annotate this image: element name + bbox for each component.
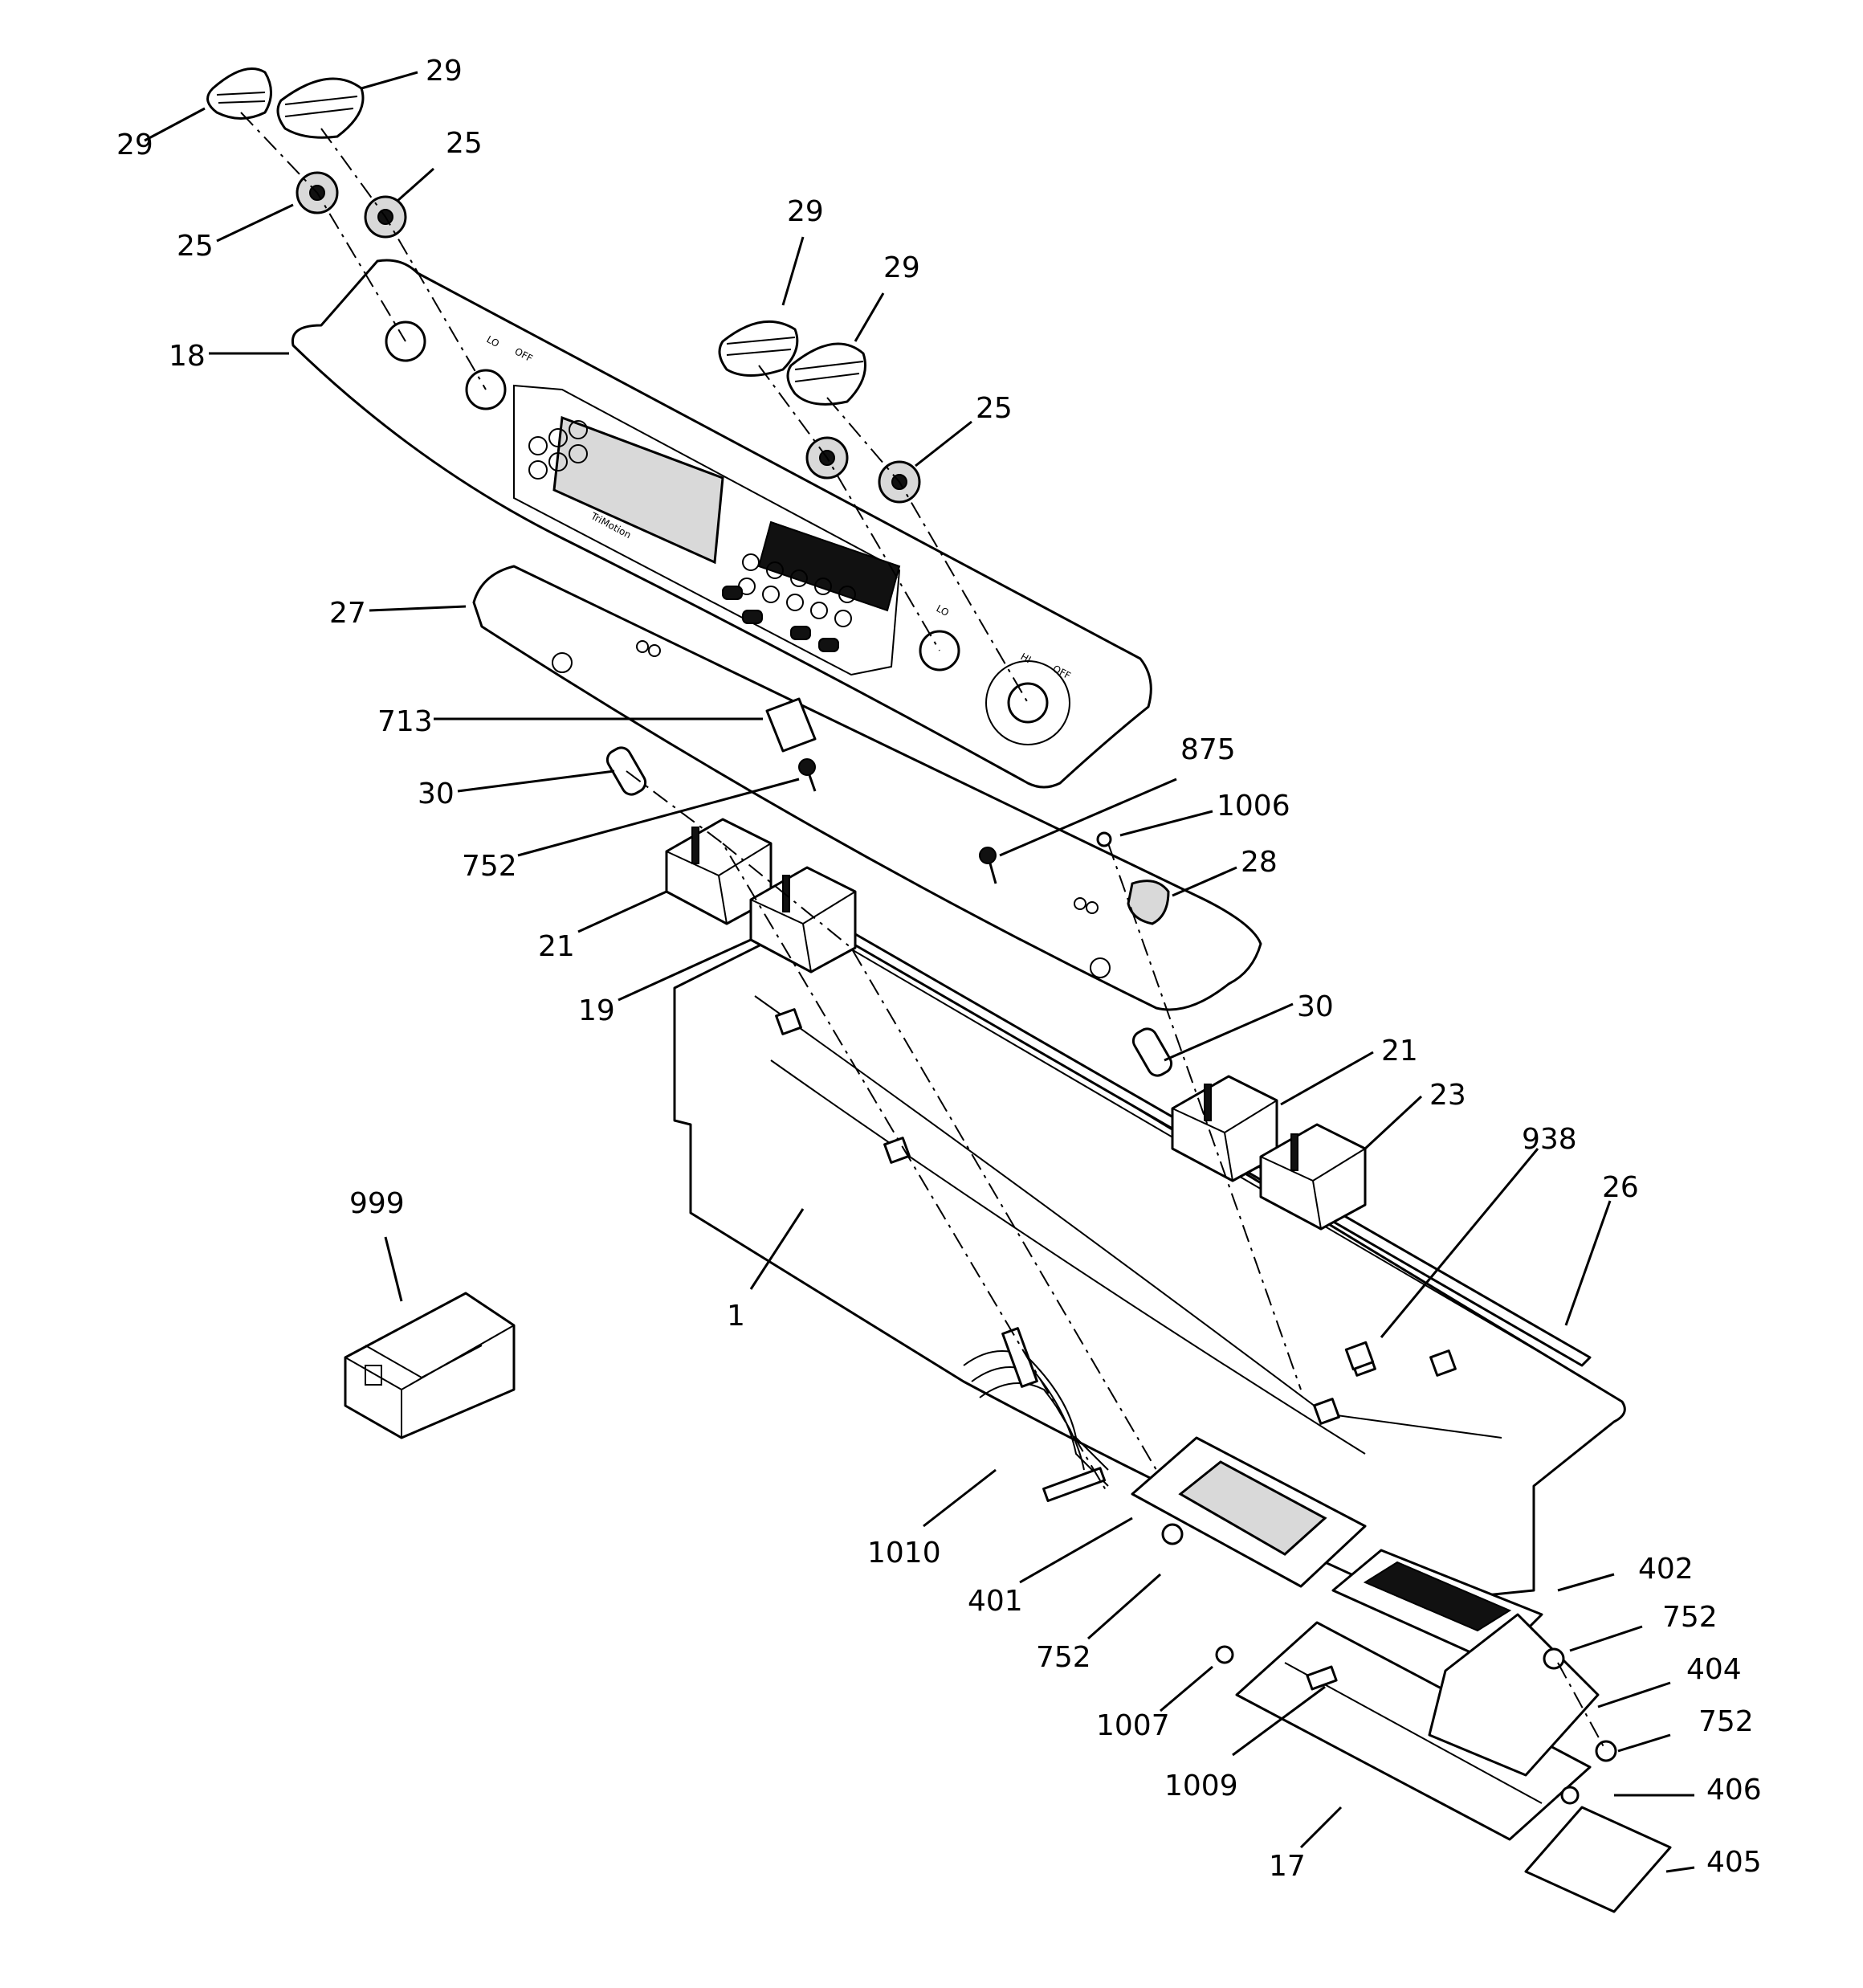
callout-19: 19	[578, 994, 615, 1027]
callout-752: 752	[462, 850, 517, 883]
screw	[979, 847, 997, 884]
callout-401: 401	[968, 1585, 1023, 1618]
callout-29: 29	[426, 55, 463, 88]
callout-752: 752	[1662, 1601, 1718, 1634]
callout-21: 21	[1381, 1035, 1418, 1067]
callout-406: 406	[1706, 1774, 1762, 1806]
infinite-switch	[1171, 1075, 1278, 1182]
assembly-lines	[240, 112, 1607, 1752]
infinite-switch	[749, 866, 857, 974]
control-board	[1131, 1436, 1367, 1588]
callout-26: 26	[1602, 1171, 1639, 1204]
callout-25: 25	[177, 230, 214, 263]
leader-lines	[144, 71, 1695, 1873]
callout-labels: 29 29 25 25 29 29 25 18 27 713 30 752 87…	[116, 55, 1762, 1883]
callout-1006: 1006	[1217, 790, 1290, 823]
callout-30: 30	[418, 778, 455, 810]
infinite-switch	[1259, 1123, 1367, 1231]
callout-875: 875	[1180, 733, 1236, 766]
lo-right-label: LO	[935, 602, 951, 618]
shipping-box	[344, 1292, 516, 1439]
callout-17: 17	[1269, 1850, 1306, 1883]
callout-752: 752	[1698, 1705, 1754, 1738]
knob	[786, 342, 866, 406]
callout-999: 999	[349, 1187, 405, 1220]
callout-402: 402	[1638, 1553, 1694, 1586]
indicator-light	[1131, 1027, 1173, 1077]
knob	[206, 67, 272, 120]
callout-27: 27	[329, 597, 366, 630]
callout-25: 25	[976, 392, 1013, 425]
callout-25: 25	[446, 127, 483, 160]
callout-1: 1	[727, 1300, 745, 1333]
panel-keypad	[722, 553, 856, 652]
lo-left-label: LO	[485, 333, 501, 349]
callout-28: 28	[1241, 846, 1278, 879]
callout-1007: 1007	[1096, 1709, 1170, 1742]
callout-21: 21	[538, 930, 575, 963]
knob	[276, 77, 365, 139]
callout-29: 29	[787, 195, 824, 228]
backsplash-housing	[673, 914, 1626, 1604]
hi-label: HI	[1019, 651, 1033, 665]
callout-29: 29	[116, 129, 153, 161]
callout-405: 405	[1706, 1846, 1762, 1879]
callout-404: 404	[1686, 1653, 1742, 1686]
clip	[1344, 1341, 1375, 1371]
knob	[718, 320, 799, 377]
callout-752: 752	[1036, 1641, 1091, 1674]
callout-1009: 1009	[1164, 1770, 1238, 1802]
bracket	[765, 697, 817, 753]
screw	[798, 758, 817, 792]
screw	[1096, 831, 1112, 847]
callout-30: 30	[1297, 990, 1334, 1023]
display-board	[1331, 1549, 1543, 1664]
callout-18: 18	[169, 340, 206, 373]
wire-harness	[963, 1327, 1109, 1503]
control-panel-faceplate: TriMotion OFF LO OFF LO HI	[291, 259, 1152, 789]
callout-23: 23	[1429, 1079, 1466, 1112]
small-board	[1524, 1806, 1672, 1913]
callout-1010: 1010	[867, 1537, 941, 1570]
callout-29: 29	[883, 251, 920, 284]
panel-left-button-grid	[528, 420, 588, 480]
callout-938: 938	[1522, 1123, 1577, 1156]
callout-713: 713	[377, 705, 433, 738]
control-back-panel	[472, 565, 1262, 1011]
